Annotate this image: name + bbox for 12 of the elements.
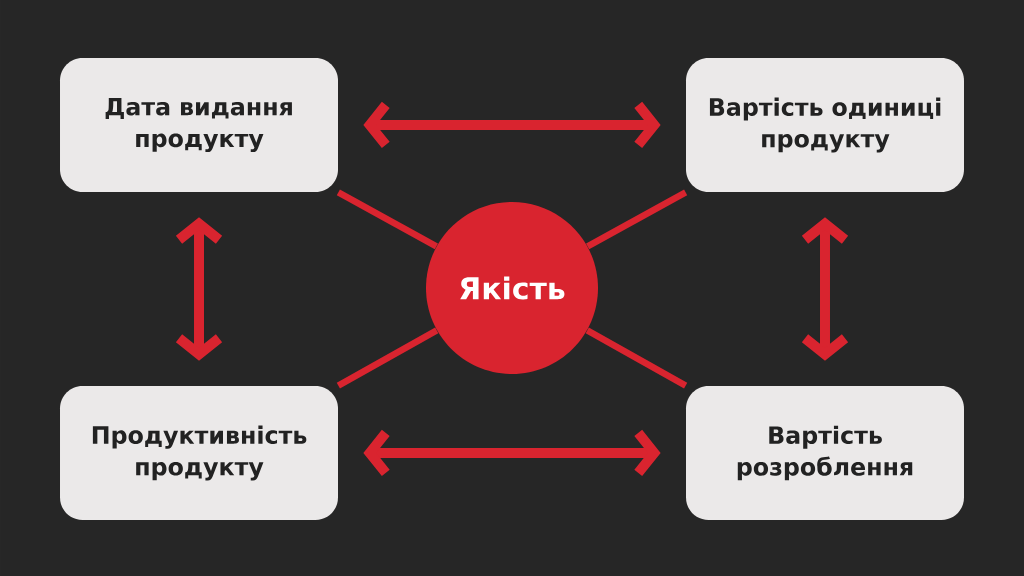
factor-box: Дата видання продукту <box>60 58 338 192</box>
double-arrow <box>175 217 223 361</box>
connector-line <box>586 189 688 250</box>
double-arrow <box>363 429 661 477</box>
connector-line <box>336 189 438 250</box>
connector-line <box>585 327 688 389</box>
double-arrow <box>363 101 661 149</box>
connector-line <box>336 327 439 389</box>
factor-box: Вартість розроблення <box>686 386 964 520</box>
factor-box: Продуктивність продукту <box>60 386 338 520</box>
double-arrow <box>801 217 849 361</box>
factor-box: Вартість одиниці продукту <box>686 58 964 192</box>
